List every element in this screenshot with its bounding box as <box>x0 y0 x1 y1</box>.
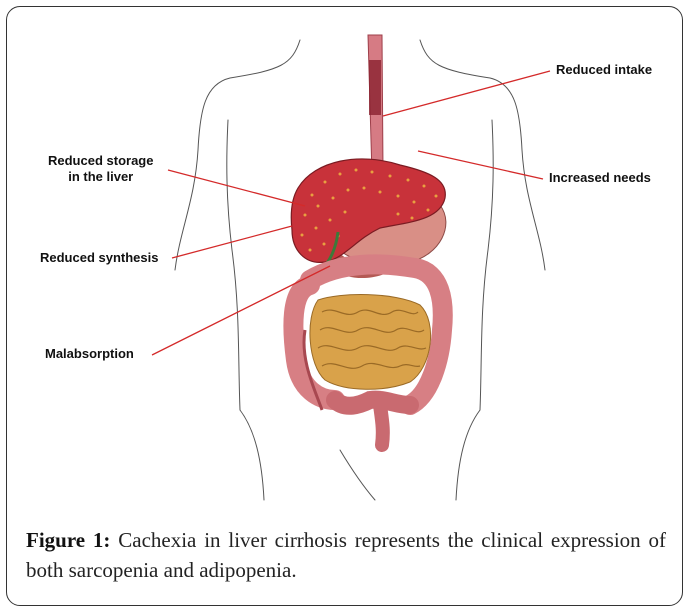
pointer-reduced-intake <box>383 71 550 116</box>
figure-caption: Figure 1: Cachexia in liver cirrhosis re… <box>26 525 666 585</box>
pointer-reduced-storage <box>168 170 305 206</box>
label-increased-needs: Increased needs <box>549 170 651 186</box>
label-reduced-storage-line1: Reduced storage <box>48 153 153 169</box>
label-reduced-storage-line2: in the liver <box>48 169 153 185</box>
label-reduced-intake: Reduced intake <box>556 62 652 78</box>
small-intestine <box>310 295 431 390</box>
label-reduced-storage: Reduced storage in the liver <box>48 153 153 185</box>
label-malabsorption: Malabsorption <box>45 346 134 362</box>
figure-caption-text: Cachexia in liver cirrhosis represents t… <box>26 528 666 582</box>
figure-label: Figure 1: <box>26 528 110 552</box>
pointer-increased-needs <box>418 151 543 179</box>
label-reduced-synthesis: Reduced synthesis <box>40 250 159 266</box>
esophagus <box>368 35 383 175</box>
